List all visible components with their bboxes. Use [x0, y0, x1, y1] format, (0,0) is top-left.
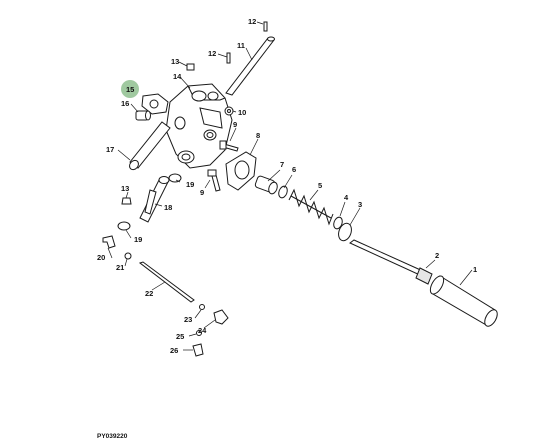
part-13-nut-lower	[121, 197, 132, 205]
callout-12-top: 12	[248, 17, 256, 26]
part-23-pin	[199, 304, 205, 310]
part-7-seat	[254, 175, 278, 195]
callout-18: 18	[164, 203, 172, 212]
part-25-washer	[196, 330, 202, 336]
part-9-bolt-lower	[207, 169, 221, 192]
callout-4: 4	[344, 193, 349, 202]
callout-6: 6	[292, 165, 296, 174]
callout-9-upper: 9	[233, 120, 237, 129]
leader-lines	[107, 21, 473, 351]
callout-17: 17	[106, 145, 114, 154]
part-20-elbow	[102, 235, 116, 249]
part-5-spring	[288, 188, 334, 226]
callout-labels: 12 12 11 13 14 15 16 10 9 8 17 19 13 18 …	[97, 17, 477, 355]
figure-reference-code: PY039220	[97, 433, 128, 440]
part-2-bolt	[349, 239, 433, 285]
part-3-ring	[338, 222, 352, 242]
callout-13-top: 13	[171, 57, 179, 66]
callout-21: 21	[116, 263, 124, 272]
callout-16: 16	[121, 99, 129, 108]
part-11-shaft	[225, 36, 275, 96]
part-15-lever	[141, 93, 169, 115]
part-16-bushing	[135, 110, 151, 121]
part-21-nut	[124, 252, 132, 260]
callout-15-highlight	[121, 80, 139, 98]
callout-9-lower: 9	[200, 188, 204, 197]
part-19-oring-lower	[117, 221, 131, 231]
callout-2: 2	[435, 251, 439, 260]
part-19-oring-upper	[168, 173, 182, 183]
part-9-bolt-upper	[219, 140, 239, 152]
callout-7: 7	[280, 160, 284, 169]
callout-8: 8	[256, 131, 260, 140]
callout-12: 12	[208, 49, 216, 58]
part-12-pin	[226, 52, 231, 64]
callout-22: 22	[145, 289, 153, 298]
part-26-clip	[192, 343, 204, 357]
part-13-nut-top	[186, 63, 195, 71]
part-8-cover	[225, 151, 257, 191]
part-12-pin-top	[263, 21, 268, 32]
callout-25: 25	[176, 332, 184, 341]
callout-26: 26	[170, 346, 178, 355]
part-4-nut	[333, 216, 343, 230]
part-22-rod	[138, 261, 195, 303]
callout-5: 5	[318, 181, 322, 190]
part-18-spool	[139, 176, 170, 223]
callout-19-upper: 19	[186, 180, 194, 189]
callout-14: 14	[173, 72, 182, 81]
callout-19-lower: 19	[134, 235, 142, 244]
callout-10: 10	[238, 108, 246, 117]
part-17-shaft	[129, 121, 171, 171]
part-1-cylinder	[429, 275, 498, 327]
callout-24: 24	[198, 326, 207, 335]
callout-15: 15	[126, 85, 134, 94]
callout-11: 11	[237, 41, 245, 50]
callout-1: 1	[473, 265, 477, 274]
callout-20: 20	[97, 253, 105, 262]
part-10-fitting	[224, 106, 234, 116]
part-14-valve-body	[165, 83, 233, 169]
callout-3: 3	[358, 200, 362, 209]
part-6-washer	[278, 185, 288, 199]
part-24-clevis	[213, 309, 229, 325]
callout-13-lower: 13	[121, 184, 129, 193]
callout-23: 23	[184, 315, 192, 324]
